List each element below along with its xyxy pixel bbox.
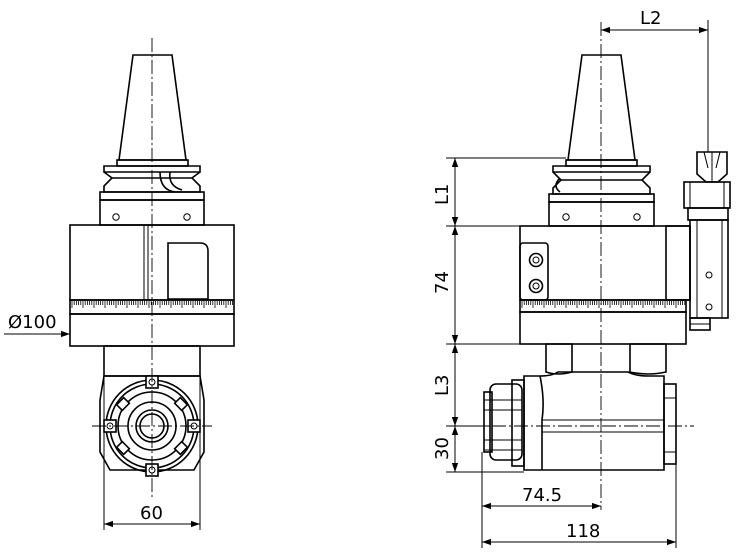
side-head: [523, 371, 665, 471]
dimension-width-front: 60: [103, 376, 201, 530]
dimension-width-front-label: 60: [140, 503, 163, 524]
dimension-l2: L2: [601, 8, 709, 152]
dimension-30-label: 30: [432, 437, 453, 460]
dimension-l3-label: L3: [432, 375, 453, 396]
dimension-74-5-label: 74.5: [522, 485, 562, 506]
side-view: [470, 22, 731, 510]
side-stop-block: [683, 151, 731, 331]
front-window: [167, 242, 209, 300]
front-view: [69, 38, 235, 500]
side-taper: [567, 54, 636, 161]
dimension-l1-label: L1: [432, 184, 453, 205]
dimension-l2-label: L2: [640, 8, 661, 29]
dimension-diameter-label: Ø100: [8, 312, 57, 333]
front-head: [99, 375, 205, 471]
front-taper: [118, 54, 187, 161]
dimension-diameter: Ø100: [4, 312, 70, 338]
dimension-74-5: 74.5: [481, 452, 601, 548]
side-body: [519, 225, 691, 301]
side-collet-nut: [483, 379, 525, 467]
dimension-vertical-chain: L1 74 L3 30: [432, 157, 566, 473]
dimension-118: 118: [482, 464, 677, 548]
dimension-74-label: 74: [432, 271, 453, 294]
dimension-118-label: 118: [566, 521, 600, 542]
side-neck: [545, 343, 573, 375]
